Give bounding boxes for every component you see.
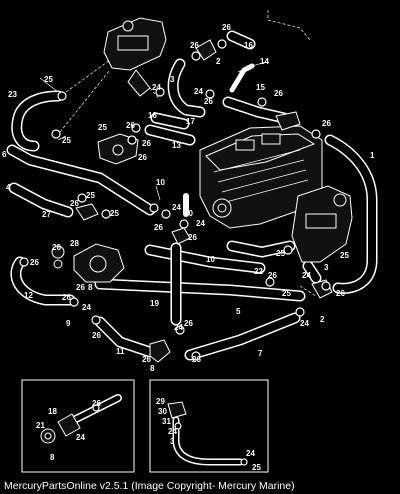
callout-26: 26 xyxy=(274,89,283,98)
callout-26: 26 xyxy=(126,121,135,130)
callout-7: 7 xyxy=(258,349,263,358)
callout-26: 26 xyxy=(154,223,163,232)
callout-26: 26 xyxy=(190,41,199,50)
callout-26: 26 xyxy=(62,293,71,302)
hose-clamps xyxy=(19,39,331,361)
callout-25: 25 xyxy=(252,463,261,472)
inset-box-right xyxy=(149,379,269,473)
callout-15: 15 xyxy=(256,83,265,92)
callout-3: 3 xyxy=(170,437,175,446)
callout-10: 10 xyxy=(156,178,165,187)
callout-24: 24 xyxy=(246,449,255,458)
callout-16: 16 xyxy=(148,111,157,120)
callout-24: 24 xyxy=(172,203,181,212)
callout-17: 17 xyxy=(186,117,195,126)
callout-22: 22 xyxy=(254,267,263,276)
callout-21: 21 xyxy=(36,421,45,430)
exhaust-manifold-right xyxy=(291,185,353,263)
callout-26: 26 xyxy=(204,97,213,106)
callout-26: 26 xyxy=(138,153,147,162)
callout-24: 24 xyxy=(194,87,203,96)
callout-26: 26 xyxy=(76,283,85,292)
callout-11: 11 xyxy=(116,347,125,356)
water-pump xyxy=(73,243,125,283)
callout-23: 23 xyxy=(8,90,17,99)
callout-14: 14 xyxy=(260,57,269,66)
callout-31: 31 xyxy=(162,417,171,426)
callout-26: 26 xyxy=(142,139,151,148)
callout-3: 3 xyxy=(324,263,329,272)
callout-12: 12 xyxy=(24,291,33,300)
callout-26: 26 xyxy=(188,233,197,242)
callout-4: 4 xyxy=(6,183,11,192)
callout-26: 26 xyxy=(70,199,79,208)
callout-10: 10 xyxy=(206,255,215,264)
callout-1: 1 xyxy=(370,151,375,160)
callout-26: 26 xyxy=(52,243,61,252)
callout-20: 20 xyxy=(184,209,193,218)
callout-25: 25 xyxy=(44,75,53,84)
callout-24: 24 xyxy=(174,323,183,332)
callout-25: 25 xyxy=(276,249,285,258)
callout-5: 5 xyxy=(236,307,241,316)
callout-29: 29 xyxy=(156,397,165,406)
callout-30: 30 xyxy=(158,407,167,416)
callout-3: 3 xyxy=(170,75,175,84)
callout-25: 25 xyxy=(98,123,107,132)
callout-25: 25 xyxy=(110,209,119,218)
exhaust-manifold-top xyxy=(103,17,167,97)
callout-28: 28 xyxy=(70,239,79,248)
callout-24: 24 xyxy=(300,319,309,328)
copyright-footer: MercuryPartsOnline v2.5.1 (Image Copyrig… xyxy=(4,480,295,492)
callout-24: 24 xyxy=(76,433,85,442)
callout-6: 6 xyxy=(2,150,7,159)
callout-labels: 25 23 25 6 4 25 27 26 25 28 26 26 12 26 … xyxy=(2,23,375,472)
callout-27: 27 xyxy=(42,210,51,219)
hoses xyxy=(6,30,378,361)
callout-19: 19 xyxy=(150,299,159,308)
callout-25: 25 xyxy=(62,136,71,145)
callout-24: 24 xyxy=(82,303,91,312)
callout-26: 26 xyxy=(192,355,201,364)
callout-25: 25 xyxy=(86,191,95,200)
callout-25: 25 xyxy=(282,289,291,298)
callout-24: 24 xyxy=(196,219,205,228)
callout-8: 8 xyxy=(50,453,55,462)
callout-13: 13 xyxy=(172,141,181,150)
callout-26: 26 xyxy=(92,331,101,340)
callout-26: 26 xyxy=(222,23,231,32)
inset-right-parts xyxy=(167,401,248,466)
callout-26: 26 xyxy=(268,271,277,280)
hose-14[interactable] xyxy=(229,63,255,93)
callout-24: 24 xyxy=(302,271,311,280)
fittings xyxy=(51,39,333,363)
callout-2: 2 xyxy=(320,315,325,324)
callout-24: 24 xyxy=(168,427,177,436)
inset-box-left xyxy=(21,379,135,473)
leader-lines xyxy=(39,10,317,297)
callout-8: 8 xyxy=(150,364,155,373)
callout-16: 16 xyxy=(244,41,253,50)
inset-left-parts xyxy=(40,394,122,444)
callout-9: 9 xyxy=(66,319,71,328)
callout-8: 8 xyxy=(88,283,93,292)
callout-26: 26 xyxy=(322,119,331,128)
callout-2: 2 xyxy=(216,57,221,66)
callout-24: 24 xyxy=(152,83,161,92)
callout-25: 25 xyxy=(340,251,349,260)
callout-26: 26 xyxy=(184,319,193,328)
callout-18: 18 xyxy=(48,407,57,416)
callout-26: 26 xyxy=(92,399,101,408)
callout-26: 26 xyxy=(30,258,39,267)
callout-26: 26 xyxy=(142,355,151,364)
callout-26: 26 xyxy=(336,289,345,298)
